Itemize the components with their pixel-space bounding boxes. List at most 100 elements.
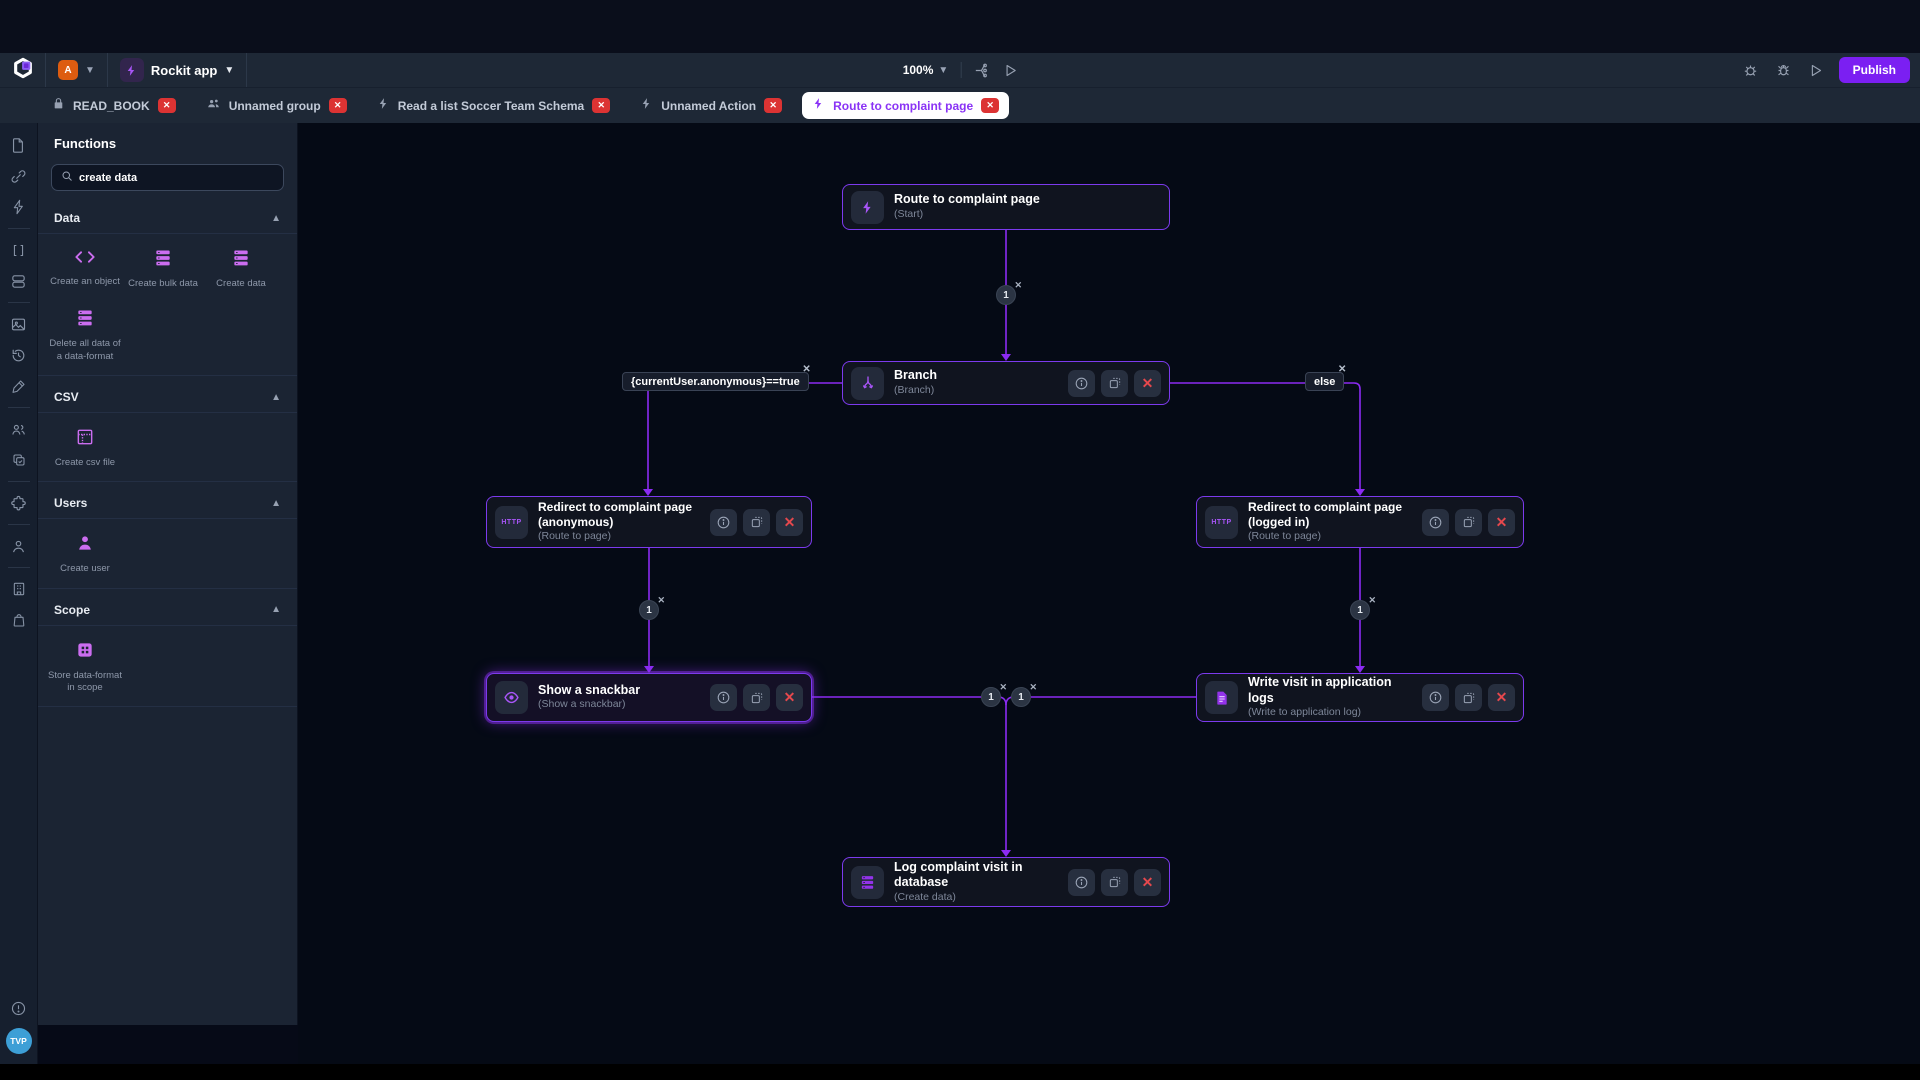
search-input[interactable] <box>79 171 274 184</box>
tasks-copy-icon[interactable] <box>9 450 29 470</box>
edge-remove-icon[interactable]: ✕ <box>1014 280 1022 290</box>
app-logo[interactable] <box>0 53 46 87</box>
edge-order-badge[interactable]: 1✕ <box>1011 682 1037 707</box>
delete-button[interactable]: ✕ <box>1488 684 1515 711</box>
edge-remove-icon[interactable]: ✕ <box>657 595 665 605</box>
function-create-csv-file[interactable]: Create csv file <box>46 427 124 469</box>
copy-button[interactable] <box>1455 684 1482 711</box>
edge-order-badge[interactable]: 1✕ <box>996 280 1022 305</box>
tab-close-button[interactable]: ✕ <box>981 98 1000 113</box>
section-items-scope: Store data-format in scope <box>38 624 297 708</box>
history-icon[interactable] <box>9 345 29 365</box>
tab-close-button[interactable]: ✕ <box>592 98 611 113</box>
delete-button[interactable]: ✕ <box>1488 508 1515 536</box>
node-branch[interactable]: Branch (Branch) ✕ <box>842 361 1170 405</box>
profile-person-icon[interactable] <box>9 536 29 556</box>
publish-button[interactable]: Publish <box>1838 57 1910 83</box>
info-button[interactable] <box>710 684 737 711</box>
debug-icon[interactable] <box>1742 62 1759 79</box>
node-redirect-anonymous[interactable]: HTTP Redirect to complaint page (anonymo… <box>486 496 812 548</box>
node-show-snackbar[interactable]: Show a snackbar (Show a snackbar) ✕ <box>486 673 812 722</box>
rail-divider <box>7 302 30 303</box>
plugins-puzzle-icon[interactable] <box>9 493 29 513</box>
user-avatar[interactable]: TVP <box>5 1028 32 1054</box>
edge-order-badge[interactable]: 1✕ <box>1350 595 1376 620</box>
info-button[interactable] <box>1422 508 1449 536</box>
section-header-csv[interactable]: CSV ▲ <box>54 390 281 405</box>
organization-switcher[interactable]: A ▼ <box>46 53 108 87</box>
info-button[interactable] <box>1068 868 1095 896</box>
collaboration-users-icon[interactable] <box>9 419 29 439</box>
copy-button[interactable] <box>1101 369 1128 397</box>
copy-button[interactable] <box>1101 868 1128 896</box>
edge-order-badge[interactable]: 1✕ <box>981 682 1007 707</box>
pages-icon[interactable] <box>9 135 29 155</box>
function-create-an-object[interactable]: Create an object <box>46 248 124 290</box>
node-log-database[interactable]: Log complaint visit in database (Create … <box>842 857 1170 907</box>
endpoints-link-icon[interactable] <box>9 166 29 186</box>
actions-bolt-icon[interactable] <box>9 197 29 217</box>
functions-panel: Functions Data ▲ Create an object <box>38 123 298 1025</box>
node-write-logs[interactable]: Write visit in application logs (Write t… <box>1196 673 1524 722</box>
tab-label: READ_BOOK <box>73 98 150 113</box>
condition-remove-icon[interactable]: ✕ <box>1338 364 1347 375</box>
branch-condition-label[interactable]: {currentUser.anonymous}==true✕ <box>622 364 811 391</box>
info-button[interactable] <box>1068 369 1095 397</box>
data-model-icon[interactable] <box>9 271 29 291</box>
tab-read-book[interactable]: READ_BOOK ✕ <box>52 97 176 115</box>
tab-route-complaint-active[interactable]: Route to complaint page ✕ <box>802 92 1010 119</box>
tab-unnamed-action[interactable]: Unnamed Action ✕ <box>640 97 783 115</box>
section-header-scope[interactable]: Scope ▲ <box>54 602 281 617</box>
node-start[interactable]: Route to complaint page (Start) <box>842 184 1170 230</box>
function-search[interactable] <box>51 164 284 191</box>
branch-else-label[interactable]: else✕ <box>1305 364 1346 391</box>
company-building-icon[interactable] <box>9 579 29 599</box>
tab-close-button[interactable]: ✕ <box>157 98 176 113</box>
condition-remove-icon[interactable]: ✕ <box>802 364 811 375</box>
function-delete-all-data[interactable]: Delete all data of a data-format <box>46 308 124 363</box>
edge-remove-icon[interactable]: ✕ <box>1368 595 1376 605</box>
tab-soccer-schema[interactable]: Read a list Soccer Team Schema ✕ <box>377 97 611 115</box>
delete-button[interactable]: ✕ <box>776 508 803 536</box>
run-icon[interactable] <box>1002 63 1017 78</box>
application-switcher[interactable]: Rockit app ▼ <box>108 53 248 87</box>
section-header-users[interactable]: Users ▲ <box>54 496 281 511</box>
zoom-dropdown[interactable]: 100% ▼ <box>903 63 949 77</box>
delete-button[interactable]: ✕ <box>1134 868 1161 896</box>
data-rows-icon <box>153 248 173 273</box>
function-create-data[interactable]: Create data <box>202 248 280 290</box>
copy-button[interactable] <box>743 684 770 711</box>
delete-button[interactable]: ✕ <box>776 684 803 711</box>
section-items-users: Create user <box>38 518 297 589</box>
node-title: Redirect to complaint page (anonymous) <box>538 500 693 530</box>
copy-button[interactable] <box>743 508 770 536</box>
function-create-user[interactable]: Create user <box>46 533 124 575</box>
auto-layout-icon[interactable] <box>973 62 990 79</box>
edge-order-badge[interactable]: 1✕ <box>639 595 665 620</box>
info-icon[interactable] <box>9 998 29 1018</box>
assets-image-icon[interactable] <box>9 314 29 334</box>
bolt-icon <box>851 190 884 224</box>
info-button[interactable] <box>710 508 737 536</box>
node-title: Branch <box>894 368 938 383</box>
chevron-down-icon: ▼ <box>224 64 235 76</box>
edge-remove-icon[interactable]: ✕ <box>999 682 1007 692</box>
node-redirect-logged-in[interactable]: HTTP Redirect to complaint page (logged … <box>1196 496 1524 548</box>
edge-remove-icon[interactable]: ✕ <box>1029 682 1037 692</box>
tab-unnamed-group[interactable]: Unnamed group ✕ <box>206 96 347 116</box>
zoom-level: 100% <box>902 63 934 77</box>
play-icon[interactable] <box>1808 63 1823 78</box>
bug-icon[interactable] <box>1775 62 1792 79</box>
info-button[interactable] <box>1422 684 1449 711</box>
function-create-bulk-data[interactable]: Create bulk data <box>124 248 202 290</box>
section-header-data[interactable]: Data ▲ <box>54 211 281 225</box>
workflow-canvas[interactable]: Route to complaint page (Start) Branch (… <box>298 123 1920 1064</box>
copy-button[interactable] <box>1455 508 1482 536</box>
theme-brush-icon[interactable] <box>9 376 29 396</box>
delete-button[interactable]: ✕ <box>1134 369 1161 397</box>
schema-brackets-icon[interactable] <box>9 240 29 260</box>
tab-close-button[interactable]: ✕ <box>328 98 347 113</box>
function-store-data-format-in-scope[interactable]: Store data-format in scope <box>46 640 124 695</box>
store-bag-icon[interactable] <box>9 610 29 630</box>
tab-close-button[interactable]: ✕ <box>764 98 783 113</box>
